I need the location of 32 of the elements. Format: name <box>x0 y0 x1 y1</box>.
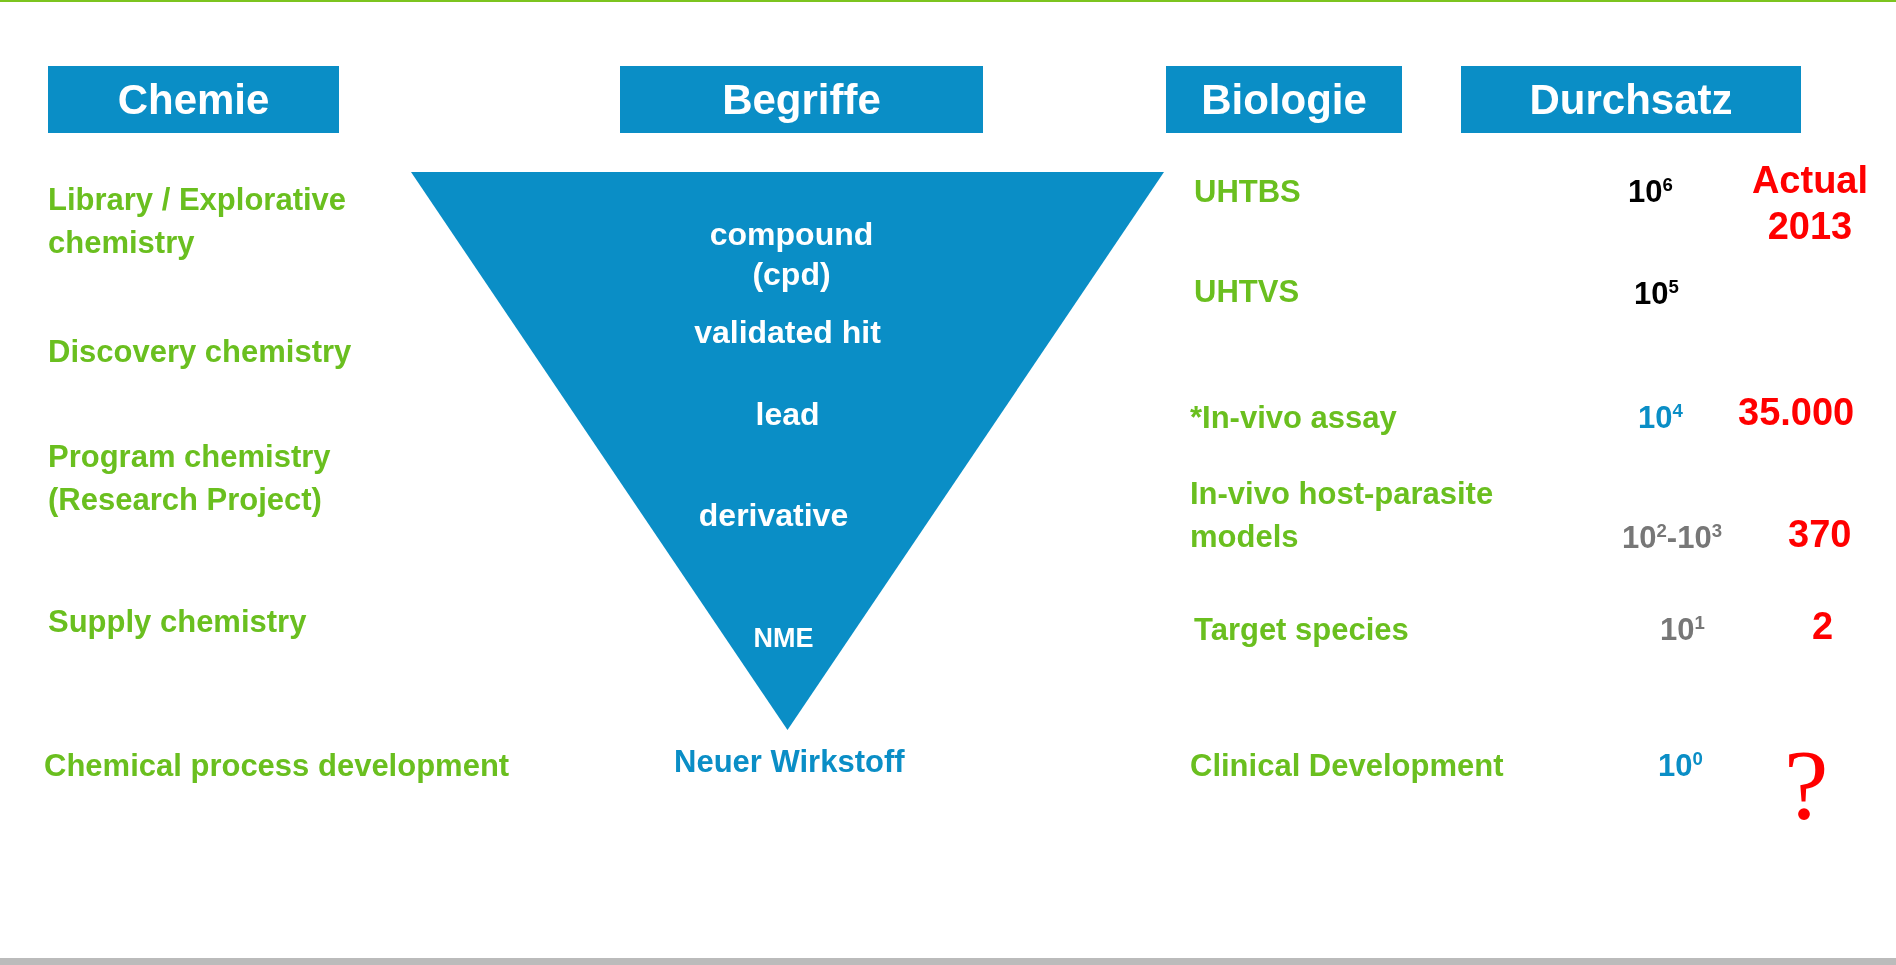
stage-label: Supply chemistry <box>48 603 307 641</box>
year-label: Actual 2013 <box>1750 158 1870 249</box>
stage-label: Discovery chemistry <box>48 333 352 371</box>
count-value: 35.000 <box>1738 390 1855 435</box>
assay-label: Target species <box>1194 611 1409 649</box>
outcome-label: Neuer Wirkstoff <box>674 743 905 781</box>
column-header: Chemie <box>48 66 339 133</box>
throughput-value: 10$^{2}$-10$^{3}$ <box>1622 518 1722 557</box>
throughput-value: 10$^{1}$ <box>1660 610 1705 649</box>
assay-label: UHTBS <box>1194 173 1301 211</box>
column-header: Begriffe <box>620 66 983 133</box>
assay-label: UHTVS <box>1194 273 1300 311</box>
count-value: 2 <box>1812 604 1834 649</box>
term-label: NME <box>753 622 814 655</box>
assay-label: In-vivo host-parasite models <box>1190 475 1495 557</box>
term-label: derivative <box>698 496 849 535</box>
question-mark: ? <box>1784 728 1829 842</box>
count-value: 370 <box>1788 512 1852 557</box>
column-header: Durchsatz <box>1461 66 1801 133</box>
throughput-value: 10$^{5}$ <box>1634 274 1679 313</box>
term-label: validated hit <box>694 313 881 352</box>
throughput-value: 10$^{4}$ <box>1638 398 1683 437</box>
stage-label: Program chemistry (Research Project) <box>48 438 332 520</box>
assay-label: *In-vivo assay <box>1190 399 1397 437</box>
stage-label: Chemical process development <box>44 747 510 785</box>
throughput-value: 10$^{0}$ <box>1658 746 1703 785</box>
term-label: lead <box>755 395 820 434</box>
assay-label: Clinical Development <box>1190 747 1504 785</box>
term-label: compound (cpd) <box>708 215 875 294</box>
throughput-value: 10$^{6}$ <box>1628 172 1673 211</box>
stage-label: Library / Explorative chemistry <box>48 181 348 263</box>
column-header: Biologie <box>1166 66 1402 133</box>
